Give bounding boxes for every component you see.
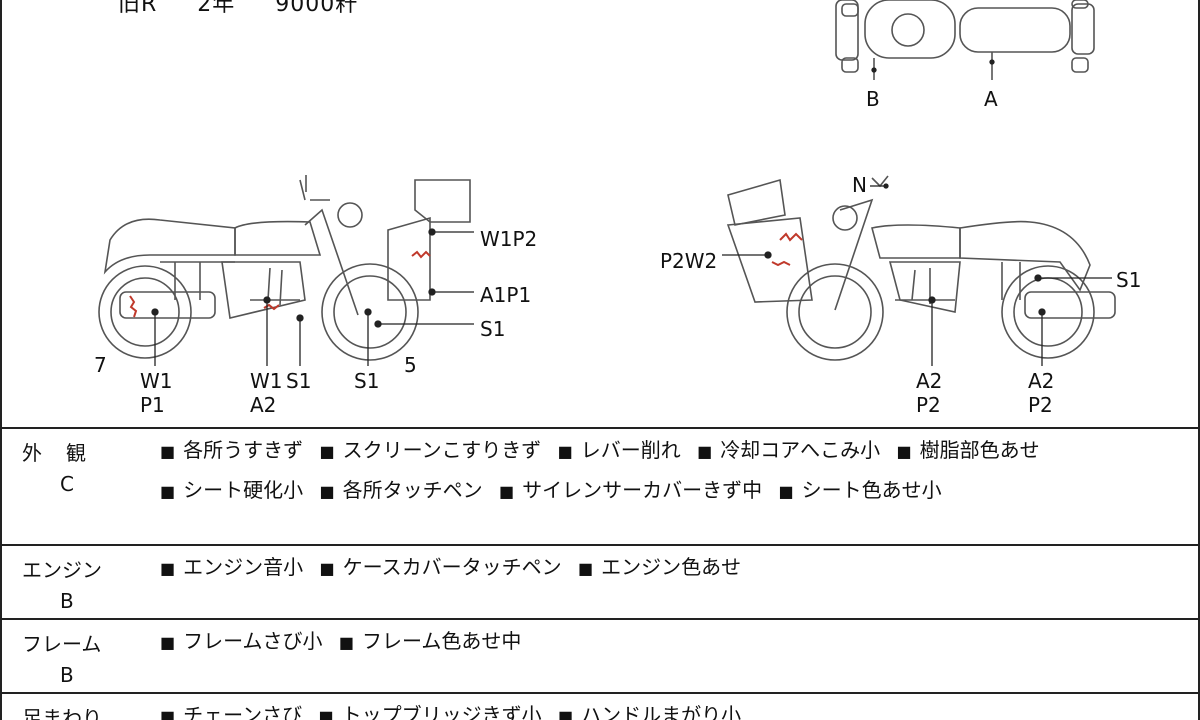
finding-item: ■スクリーンこすりきず xyxy=(319,438,542,462)
category-grade: B xyxy=(60,663,74,687)
finding-item: ■各所タッチペン xyxy=(319,478,483,502)
sheet-border-right xyxy=(1198,0,1200,720)
sheet-border-left xyxy=(0,0,2,720)
history-label: 旧R xyxy=(118,0,158,17)
divider xyxy=(0,618,1200,620)
left-label: W1P2 xyxy=(480,227,537,251)
history-years: 2年 xyxy=(197,0,236,17)
finding-item: ■フレーム色あせ中 xyxy=(338,629,522,653)
finding-item: ■エンジン音小 xyxy=(160,555,304,579)
finding-item: ■各所うすきず xyxy=(160,438,304,462)
bullet-icon: ■ xyxy=(319,482,335,501)
section-suspension: 足まわり ■チェーンさび ■トップブリッジきず小 ■ハンドルまがり小 xyxy=(0,694,1200,720)
section-frame: フレーム B ■フレームさび小 ■フレーム色あせ中 xyxy=(0,620,1200,692)
right-label: S1 xyxy=(1116,268,1141,292)
bullet-icon: ■ xyxy=(160,707,176,720)
right-label: A2 xyxy=(1028,369,1054,393)
top-label: A xyxy=(984,87,998,111)
section-category: フレーム B xyxy=(22,628,142,687)
right-label: P2 xyxy=(916,393,941,417)
bullet-icon: ■ xyxy=(697,442,713,461)
finding-item: ■シート色あせ小 xyxy=(778,478,942,502)
top-label: B xyxy=(866,87,880,111)
section-exterior: 外 観 C ■各所うすきず ■スクリーンこすりきず ■レバー削れ ■冷却コアへこ… xyxy=(0,429,1200,544)
left-side-motorcycle xyxy=(98,175,471,361)
bullet-icon: ■ xyxy=(319,559,335,578)
bullet-icon: ■ xyxy=(160,559,176,578)
motorcycle-damage-diagram: B A W1P2 A1P1 S1 7 W1 P1 W1 A2 S1 S1 5 N… xyxy=(94,0,1141,417)
finding-item: ■シート硬化小 xyxy=(160,478,304,502)
divider xyxy=(0,692,1200,694)
category-name: エンジン xyxy=(22,558,102,582)
bullet-icon: ■ xyxy=(498,482,515,501)
left-label: W1 xyxy=(140,369,173,393)
right-label: N xyxy=(852,173,867,197)
left-label: 7 xyxy=(94,353,107,377)
right-side-motorcycle xyxy=(726,175,1116,361)
left-label: S1 xyxy=(354,369,379,393)
finding-item: ■チェーンさび xyxy=(160,703,302,720)
left-label: A2 xyxy=(250,393,276,417)
finding-item: ■冷却コアへこみ小 xyxy=(697,438,881,462)
right-label: A2 xyxy=(916,369,942,393)
right-label: P2 xyxy=(1028,393,1053,417)
finding-list: ■各所うすきず ■スクリーンこすりきず ■レバー削れ ■冷却コアへこみ小 ■樹脂… xyxy=(160,431,1186,511)
finding-list: ■チェーンさび ■トップブリッジきず小 ■ハンドルまがり小 xyxy=(160,696,1186,720)
bullet-icon: ■ xyxy=(577,559,594,578)
left-label: A1P1 xyxy=(480,283,531,307)
bullet-icon: ■ xyxy=(557,442,573,461)
category-grade: B xyxy=(60,589,74,613)
bullet-icon: ■ xyxy=(160,482,176,501)
left-label: 5 xyxy=(404,353,417,377)
damage-mark xyxy=(779,232,803,242)
right-label: P2W2 xyxy=(660,249,717,273)
section-category: 外 観 C xyxy=(22,437,142,496)
section-category: 足まわり xyxy=(22,702,142,720)
damage-mark xyxy=(411,250,431,259)
top-view-motorcycle xyxy=(835,0,1095,80)
finding-item: ■フレームさび小 xyxy=(160,629,323,653)
history-note: 旧R 2年 9000粁 xyxy=(118,0,398,18)
bullet-icon: ■ xyxy=(778,482,794,501)
bullet-icon: ■ xyxy=(319,442,335,461)
bullet-icon: ■ xyxy=(160,442,176,461)
damage-mark xyxy=(129,295,138,318)
bullet-icon: ■ xyxy=(338,633,355,652)
finding-item: ■ケースカバータッチペン xyxy=(319,555,562,579)
left-label: S1 xyxy=(480,317,505,341)
finding-item: ■サイレンサーカバーきず中 xyxy=(498,478,763,502)
left-label: P1 xyxy=(140,393,165,417)
divider xyxy=(0,427,1200,429)
bullet-icon: ■ xyxy=(318,707,334,720)
finding-list: ■エンジン音小 ■ケースカバータッチペン ■エンジン色あせ xyxy=(160,548,1186,588)
bullet-icon: ■ xyxy=(160,633,176,652)
left-label: S1 xyxy=(286,369,311,393)
category-name: フレーム xyxy=(22,632,102,656)
damage-mark xyxy=(771,260,791,267)
history-km: 9000粁 xyxy=(275,0,359,17)
bullet-icon: ■ xyxy=(896,442,912,461)
finding-item: ■トップブリッジきず小 xyxy=(318,703,541,720)
category-name: 足まわり xyxy=(22,706,102,720)
left-label: W1 xyxy=(250,369,283,393)
finding-item: ■ハンドルまがり小 xyxy=(558,703,741,720)
bullet-icon: ■ xyxy=(557,707,574,720)
finding-item: ■樹脂部色あせ xyxy=(896,438,1040,462)
divider xyxy=(0,544,1200,546)
finding-item: ■エンジン色あせ xyxy=(577,555,742,579)
finding-item: ■レバー削れ xyxy=(557,438,681,462)
category-grade: C xyxy=(60,472,74,496)
section-engine: エンジン B ■エンジン音小 ■ケースカバータッチペン ■エンジン色あせ xyxy=(0,546,1200,618)
finding-list: ■フレームさび小 ■フレーム色あせ中 xyxy=(160,622,1186,662)
section-category: エンジン B xyxy=(22,554,142,613)
category-name: 外 観 xyxy=(22,441,88,465)
